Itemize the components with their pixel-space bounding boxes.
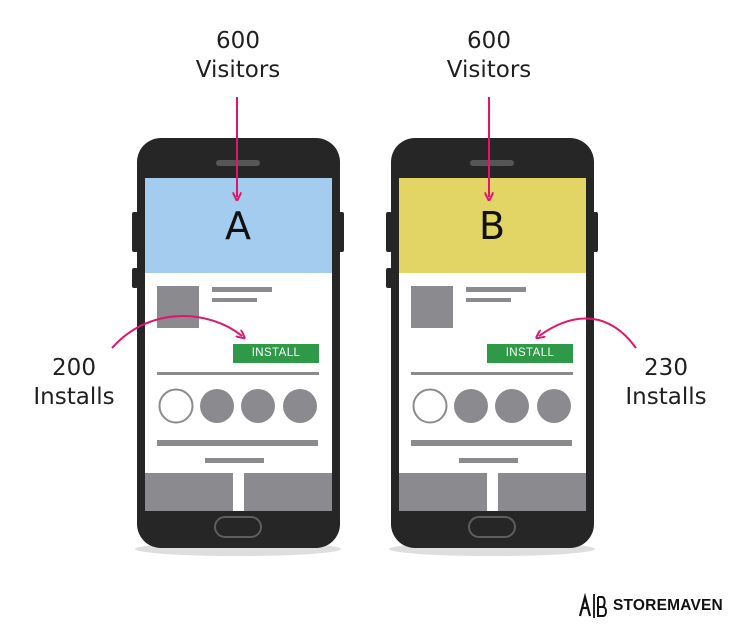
screenshot-thumb	[537, 389, 571, 423]
app-title-placeholder	[212, 287, 272, 292]
visitors-b-text: Visitors	[446, 57, 532, 83]
install-button-a[interactable]: INSTALL	[233, 344, 319, 363]
visitors-a-label: 600 Visitors	[178, 27, 298, 85]
bottom-tile	[145, 473, 233, 511]
phone-b-side-button	[386, 212, 392, 252]
visitors-a-text: Visitors	[195, 57, 281, 83]
screenshot-thumb	[200, 389, 234, 423]
bottom-tile	[244, 473, 332, 511]
phone-a-home-button[interactable]	[214, 516, 262, 538]
installs-a-label: 200 Installs	[20, 354, 128, 412]
visitors-b-label: 600 Visitors	[429, 27, 549, 85]
app-title-placeholder	[466, 287, 526, 292]
screenshot-thumb	[283, 389, 317, 423]
divider	[157, 372, 319, 375]
installs-b-text: Installs	[625, 384, 707, 410]
phone-b-speaker	[470, 160, 514, 166]
installs-b-arrow	[539, 317, 637, 349]
installs-b-label: 230 Installs	[612, 354, 720, 412]
variant-b-letter: B	[478, 204, 506, 248]
divider	[411, 372, 573, 375]
visitors-a-count: 600	[216, 28, 260, 54]
phone-b	[386, 138, 598, 556]
bottom-tile	[498, 473, 586, 511]
text-line-placeholder	[205, 458, 264, 463]
phone-a-side-button	[132, 212, 138, 252]
phone-b-home-button[interactable]	[468, 516, 516, 538]
installs-a-count: 200	[52, 355, 96, 381]
text-line-placeholder	[459, 458, 518, 463]
phone-b-side-button	[386, 268, 392, 288]
installs-a-arrow	[111, 315, 242, 349]
screenshot-thumb-empty	[158, 388, 194, 424]
app-icon-placeholder	[411, 286, 453, 328]
brand-name: STOREMAVEN	[613, 597, 723, 614]
app-subtitle-placeholder	[212, 298, 257, 302]
variant-a-letter: A	[225, 204, 251, 248]
screenshot-thumb	[495, 389, 529, 423]
brand-logo: STOREMAVEN	[578, 593, 723, 619]
installs-a-text: Installs	[33, 384, 115, 410]
text-line-placeholder	[157, 440, 318, 446]
storemaven-ab-logo-icon	[578, 593, 607, 618]
screenshot-thumb-empty	[412, 388, 448, 424]
text-line-placeholder	[411, 440, 572, 446]
app-icon-placeholder	[157, 286, 199, 328]
app-subtitle-placeholder	[466, 298, 511, 302]
visitors-b-count: 600	[467, 28, 511, 54]
screenshot-thumb	[454, 389, 488, 423]
installs-b-count: 230	[644, 355, 688, 381]
phone-a-side-button	[132, 268, 138, 288]
screenshot-thumb	[241, 389, 275, 423]
bottom-tile	[399, 473, 487, 511]
install-button-b[interactable]: INSTALL	[487, 344, 573, 363]
